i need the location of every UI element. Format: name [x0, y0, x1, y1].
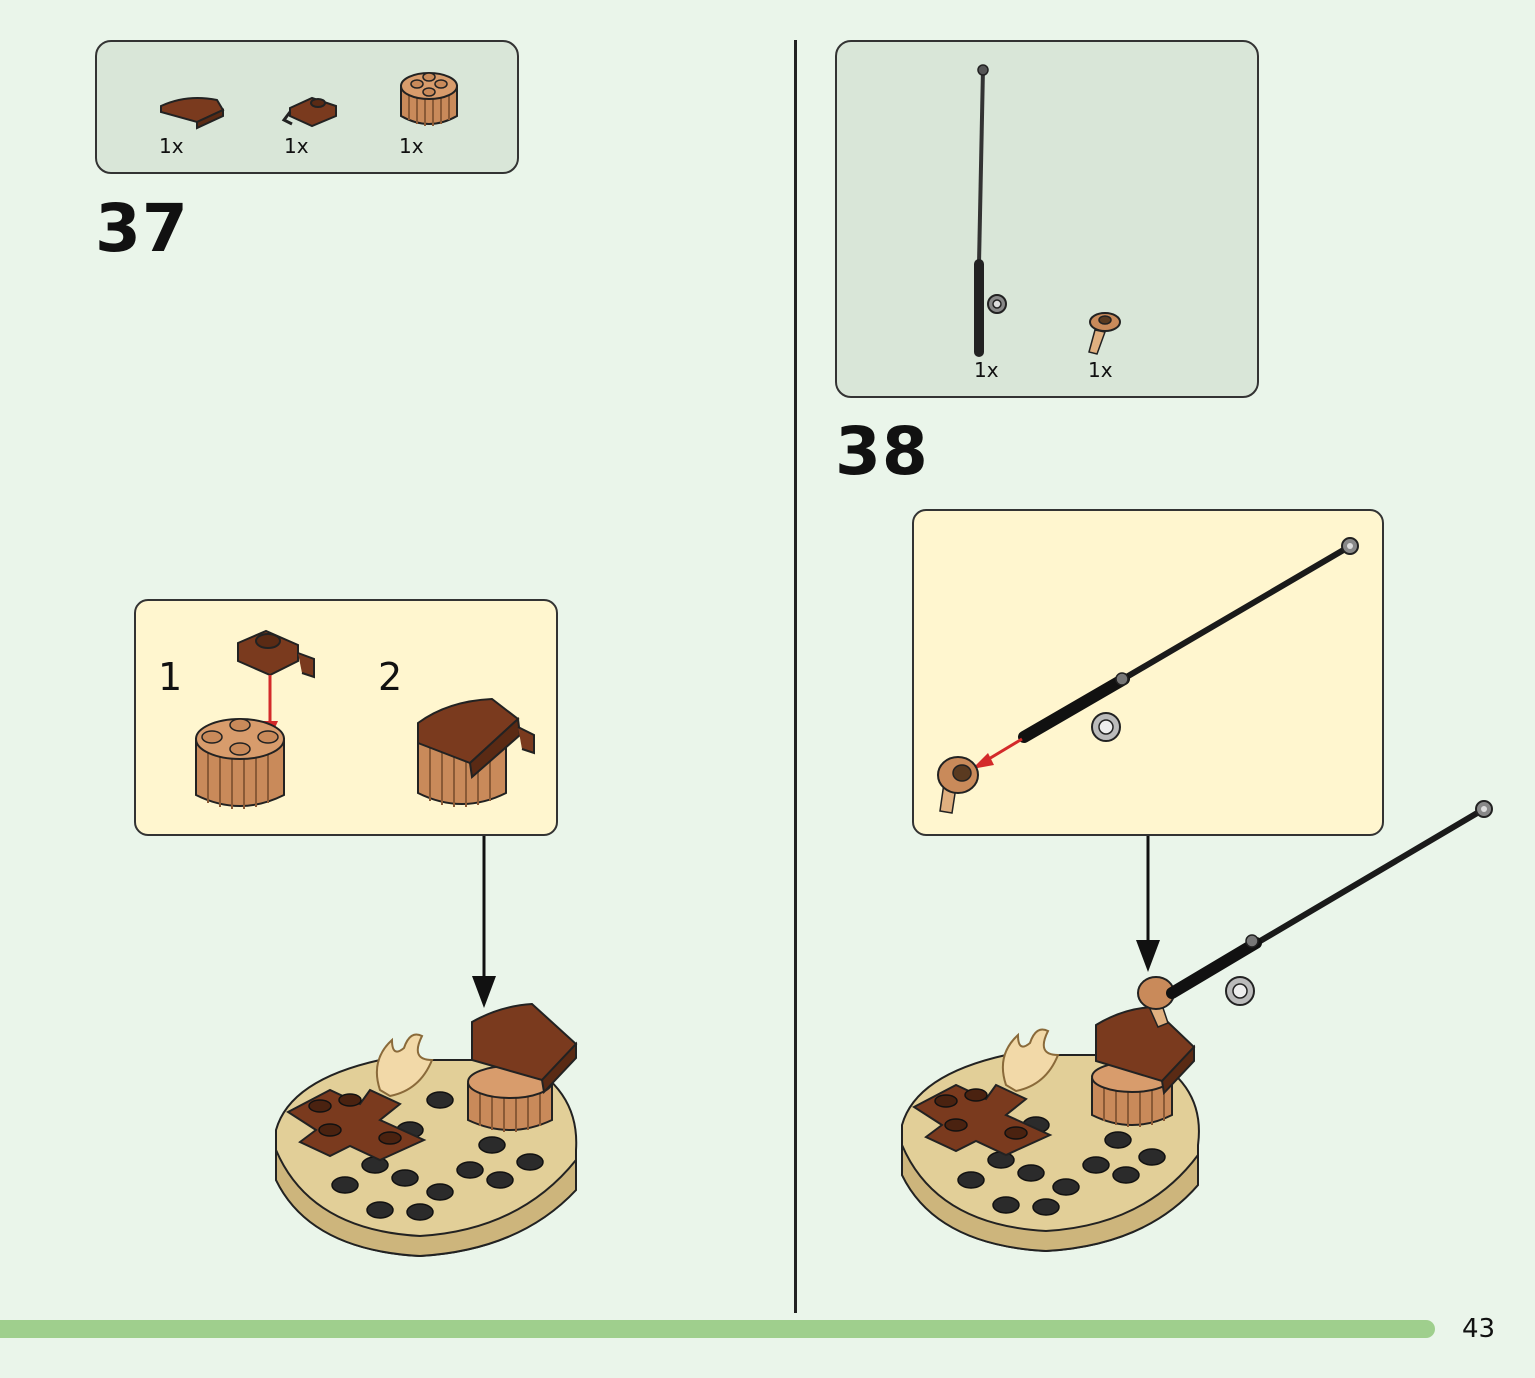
- part-qty: 1x: [399, 134, 424, 158]
- part-qty: 1x: [974, 358, 999, 382]
- page-number: 43: [1462, 1314, 1496, 1344]
- substep-rod-illustration: [937, 537, 1359, 814]
- substep-callout-step-38: [912, 509, 1384, 836]
- curved-slope-part-icon: [160, 97, 225, 130]
- bar-holder-part-icon: [1088, 312, 1121, 355]
- round-brick-part-icon: [400, 72, 458, 126]
- part-qty: 1x: [1088, 358, 1113, 382]
- step-number: 38: [835, 413, 929, 490]
- substep-1-illustration: [195, 629, 315, 809]
- step-38-model-illustration: [901, 800, 1493, 1253]
- substep-callout-step-37: 1 2: [134, 599, 558, 836]
- step-38-connector-arrow: [1136, 836, 1160, 972]
- substep-2-illustration: [417, 697, 535, 807]
- step-37-model-illustration: [275, 1002, 578, 1258]
- page-divider: [794, 40, 797, 1313]
- progress-bar: [0, 1320, 1435, 1338]
- parts-callout-step-38: 1x 1x: [835, 40, 1259, 398]
- step-37-connector-arrow: [472, 836, 496, 1008]
- substep-number: 2: [378, 655, 403, 699]
- parts-callout-step-37: 1x 1x 1x: [95, 40, 519, 174]
- substep-number: 1: [158, 655, 183, 699]
- part-qty: 1x: [284, 134, 309, 158]
- clip-plate-part-icon: [281, 96, 337, 128]
- fishing-rod-part-icon: [974, 64, 1007, 357]
- part-qty: 1x: [159, 134, 184, 158]
- step-number: 37: [95, 190, 189, 267]
